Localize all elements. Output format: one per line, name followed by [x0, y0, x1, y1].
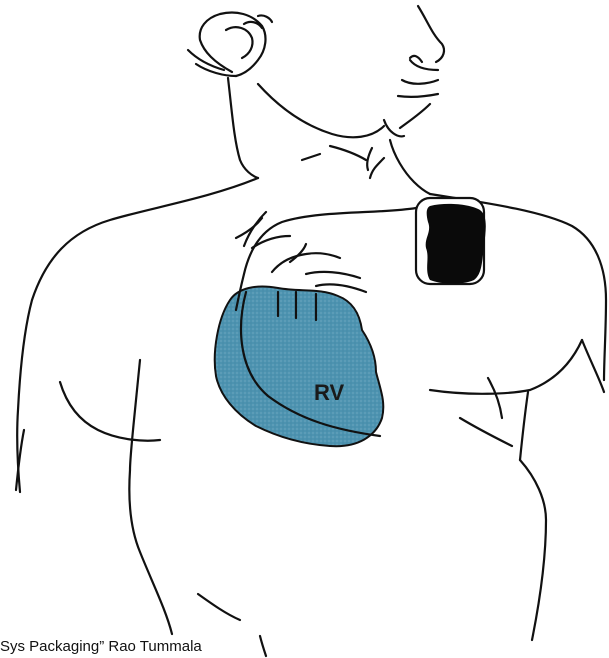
ear	[188, 13, 272, 77]
face-profile	[384, 6, 444, 136]
pacemaker-device	[416, 198, 486, 284]
rv-label: RV	[314, 380, 344, 405]
heart: RV	[215, 287, 384, 447]
great-vessels	[236, 212, 366, 292]
credit-caption: Sys Packaging” Rao Tummala	[0, 638, 202, 655]
